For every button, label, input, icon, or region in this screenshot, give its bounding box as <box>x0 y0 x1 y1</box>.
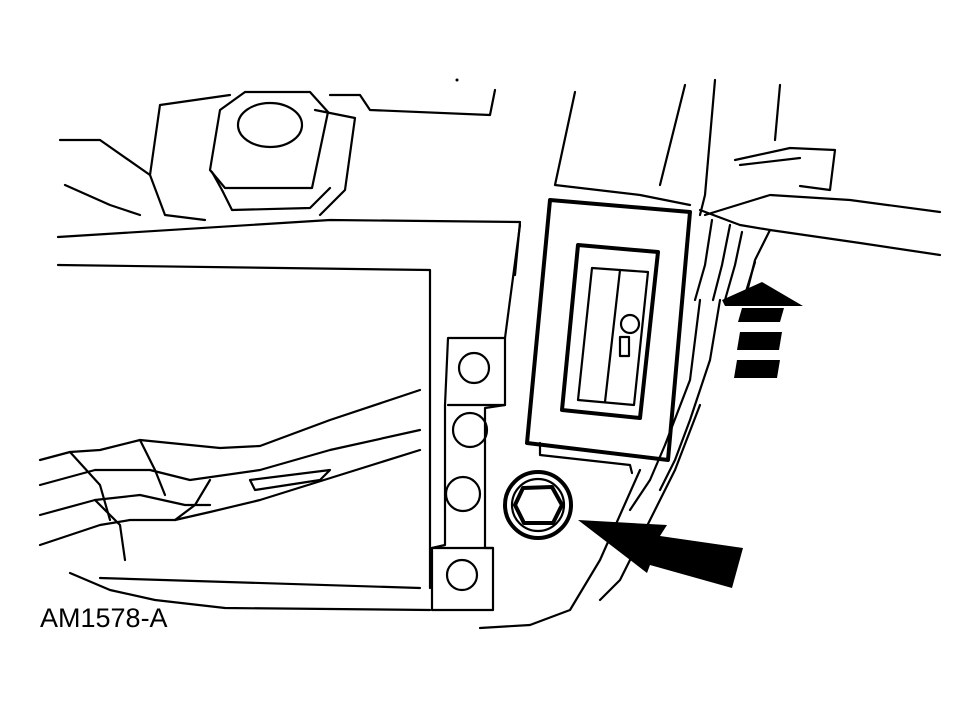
module-tab <box>618 335 631 358</box>
bracket-hole-2 <box>451 411 489 449</box>
support-channel <box>503 78 782 340</box>
right-side-structure <box>628 146 942 512</box>
boss-bore <box>236 101 304 149</box>
mounting-boss <box>208 90 332 212</box>
upper-housing <box>56 88 522 277</box>
figure-code-label: AM1578-A <box>40 603 168 633</box>
wiring-harness <box>38 388 422 562</box>
electrical-module <box>525 198 692 475</box>
module-latch <box>619 313 641 335</box>
hex-bolt <box>503 470 573 540</box>
bracket-hole-3 <box>444 475 482 513</box>
bracket-hole-1 <box>457 351 491 385</box>
artifact-dot <box>455 78 459 82</box>
bracket-hole-4 <box>445 558 479 592</box>
direction-arrow-vertical <box>722 282 803 378</box>
rectangular-panel <box>56 263 432 612</box>
vertical-bracket <box>430 336 507 612</box>
direction-arrow-horizontal <box>578 520 743 588</box>
